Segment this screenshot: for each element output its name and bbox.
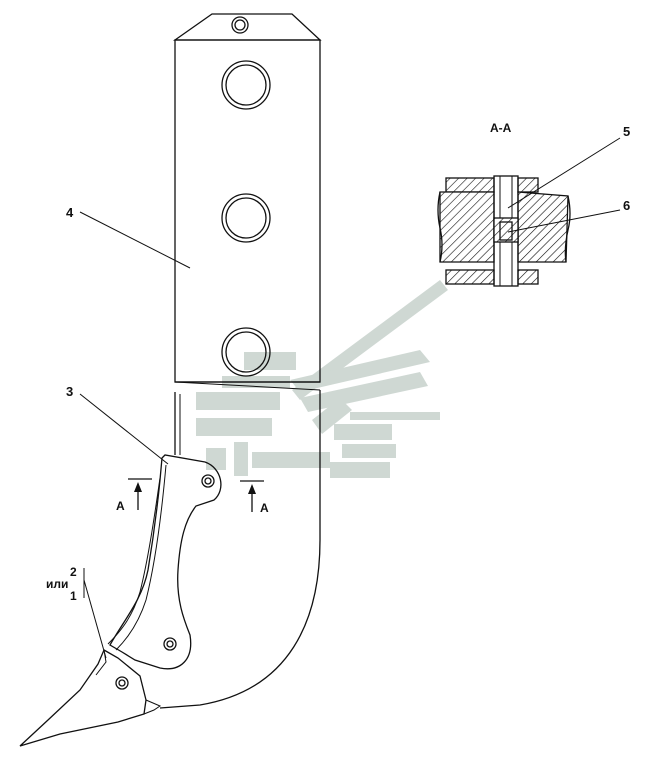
watermark-logo-icon	[196, 280, 448, 478]
callout-alt-top: 2	[70, 565, 77, 579]
leader-5	[507, 137, 621, 209]
leader-6	[507, 209, 621, 233]
leader-3	[79, 393, 169, 465]
callout-6: 6	[623, 198, 630, 213]
callout-alt-bottom: 1	[70, 589, 77, 603]
leader-1-2	[83, 579, 107, 659]
leader-4	[79, 211, 191, 269]
section-title: А-А	[490, 121, 512, 135]
section-mark-left	[128, 478, 152, 510]
callout-4: 4	[66, 205, 74, 220]
section-mark-left-label: А	[116, 499, 125, 513]
callout-5: 5	[623, 124, 630, 139]
tip-part-1-or-2	[19, 649, 162, 747]
callout-alt-word: или	[46, 577, 68, 591]
section-mark-right-label: А	[260, 501, 269, 515]
section-mark-right	[240, 480, 264, 512]
adapter-part-3	[107, 454, 222, 670]
callout-3: 3	[66, 384, 73, 399]
shank-part-4	[159, 13, 322, 709]
section-view-a-a	[437, 175, 571, 287]
